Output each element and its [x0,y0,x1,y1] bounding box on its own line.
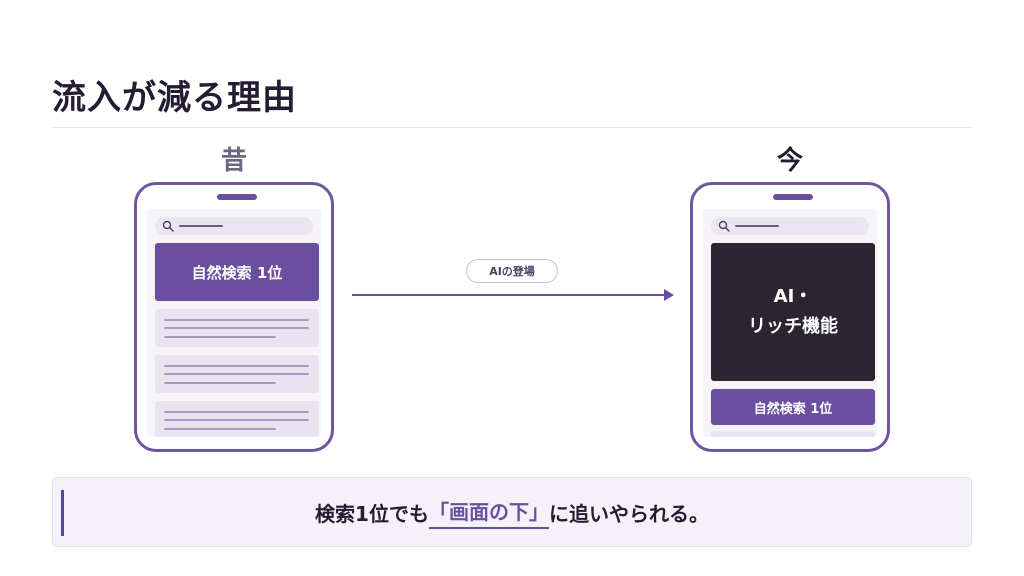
search-placeholder-line [179,225,223,227]
text-line [164,365,309,367]
text-line [164,327,309,329]
search-bar [711,217,869,235]
text-line [164,411,309,413]
message-prefix: 検索1位でも [315,501,429,526]
result-card [155,355,319,393]
result-card-peek [711,431,875,437]
key-message: 検索1位でも 「画面の下」 に追いやられる。 [53,478,971,546]
text-line [164,373,309,375]
text-line [164,419,309,421]
search-icon [162,220,174,232]
organic-rank-box: 自然検索 1位 [711,389,875,425]
search-placeholder-line [735,225,779,227]
message-accent-bar [61,490,64,536]
message-highlight: 「画面の下」 [428,496,549,529]
search-bar [155,217,313,235]
text-line [164,319,309,321]
ai-rich-features-box: AI・ リッチ機能 [711,243,875,381]
title-divider [52,127,972,128]
text-line [164,428,276,430]
after-phone: AI・ リッチ機能 自然検索 1位 [690,182,890,452]
organic-rank-box: 自然検索 1位 [155,243,319,301]
message-suffix: に追いやられる。 [548,501,709,526]
after-label: 今 [776,146,803,176]
text-line [164,382,276,384]
transition-label: AIの登場 [466,259,558,283]
phone-notch [217,194,257,200]
page-title: 流入が減る理由 [52,78,297,118]
phone-notch [773,194,813,200]
before-phone: 自然検索 1位 [134,182,334,452]
phone-screen: 自然検索 1位 [147,209,321,437]
text-line [164,336,276,338]
result-card [155,309,319,347]
result-card [155,401,319,437]
ai-box-line-1: AI・ [773,286,813,307]
before-label: 昔 [220,146,247,176]
arrow-right-icon [352,289,674,301]
phone-screen: AI・ リッチ機能 自然検索 1位 [703,209,877,437]
ai-box-line-2: リッチ機能 [748,316,838,337]
search-icon [718,220,730,232]
key-message-box: 検索1位でも 「画面の下」 に追いやられる。 [52,477,972,547]
